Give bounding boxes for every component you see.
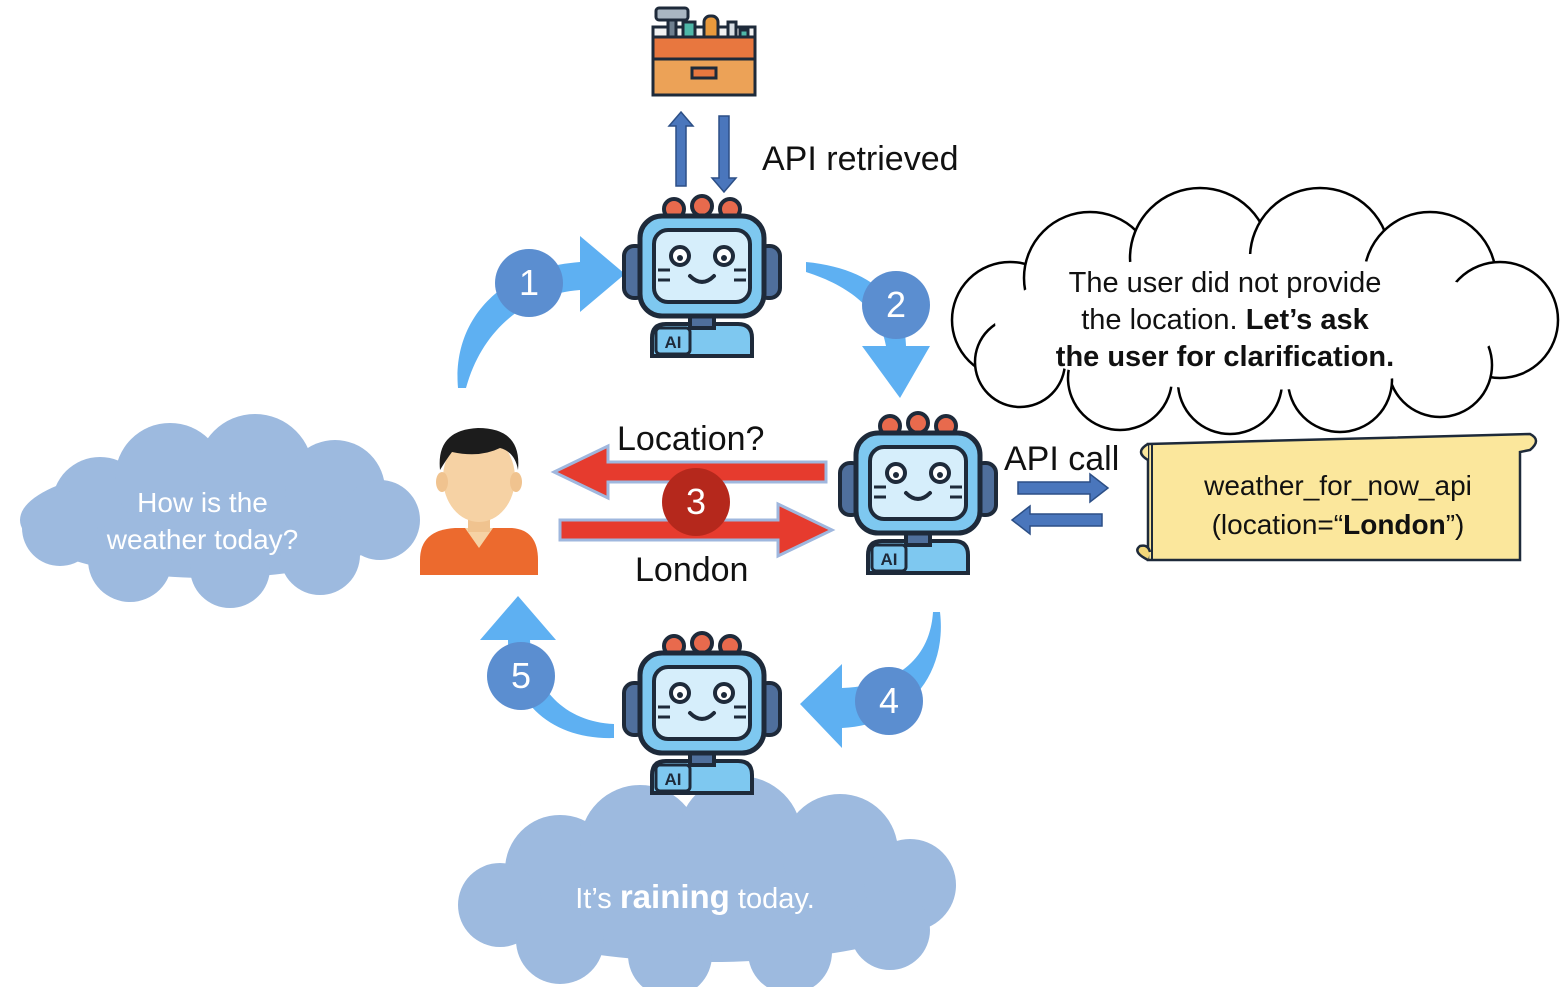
answer-cloud xyxy=(458,776,956,987)
answer-after: today. xyxy=(729,883,815,915)
user-question-cloud xyxy=(20,414,420,608)
flow-arrow-5 xyxy=(480,596,614,739)
thought-line-2: the location. Let’s ask xyxy=(1000,302,1450,339)
thought-line-1: The user did not provide xyxy=(1068,267,1382,299)
api-call-code: weather_for_now_api (location=“London”) xyxy=(1158,466,1518,544)
step-badge-1: 1 xyxy=(495,249,563,317)
robot-icon xyxy=(840,413,996,573)
thought-line-2-bold: Let’s ask xyxy=(1245,304,1369,336)
step-badge-3: 3 xyxy=(662,468,730,536)
user-question-line-2: weather today? xyxy=(106,524,299,555)
api-arguments: (location=“London”) xyxy=(1158,505,1518,544)
flow-arrows xyxy=(457,236,941,748)
api-call-scroll xyxy=(1136,432,1538,562)
toolbox-icon xyxy=(651,6,757,97)
thought-line-3-bold: the user for clarification. xyxy=(1055,341,1395,373)
user-question-text: How is the weather today? xyxy=(60,484,345,558)
thought-cloud xyxy=(950,186,1560,436)
api-function-name: weather_for_now_api xyxy=(1204,470,1472,501)
answer-before: It’s xyxy=(575,883,620,915)
flow-arrow-4 xyxy=(800,612,941,748)
api-retrieve-arrows xyxy=(667,110,738,194)
user-avatar-icon xyxy=(420,428,538,575)
robot-icon xyxy=(624,196,780,356)
thought-text: The user did not provide the location. L… xyxy=(1000,265,1450,376)
api-call-arrows xyxy=(1010,472,1110,536)
robot-icon xyxy=(624,633,780,793)
step-badge-4: 4 xyxy=(855,667,923,735)
answer-bold: raining xyxy=(619,878,730,915)
step-badge-5: 5 xyxy=(487,642,555,710)
robot-ai-badge: AI xyxy=(665,770,682,789)
api-arg-before: (location=“ xyxy=(1211,509,1344,540)
robot-ai-badge: AI xyxy=(665,333,682,352)
thought-line-2-plain: the location. xyxy=(1081,304,1246,336)
thought-line-3: the user for clarification. xyxy=(1000,339,1450,376)
answer-text: It’s raining today. xyxy=(470,878,920,916)
flow-arrow-1 xyxy=(457,236,625,388)
step-badge-2: 2 xyxy=(862,271,930,339)
london-reply-label: London xyxy=(635,551,749,589)
robot-ai-badge: AI xyxy=(881,550,898,569)
user-question-line-1: How is the xyxy=(137,487,268,518)
api-arg-after: ”) xyxy=(1445,509,1465,540)
api-retrieved-label: API retrieved xyxy=(762,140,959,178)
location-question-label: Location? xyxy=(617,420,765,458)
api-call-label: API call xyxy=(1004,440,1120,478)
flow-arrow-2 xyxy=(806,262,930,398)
api-arg-value: London xyxy=(1343,509,1446,540)
